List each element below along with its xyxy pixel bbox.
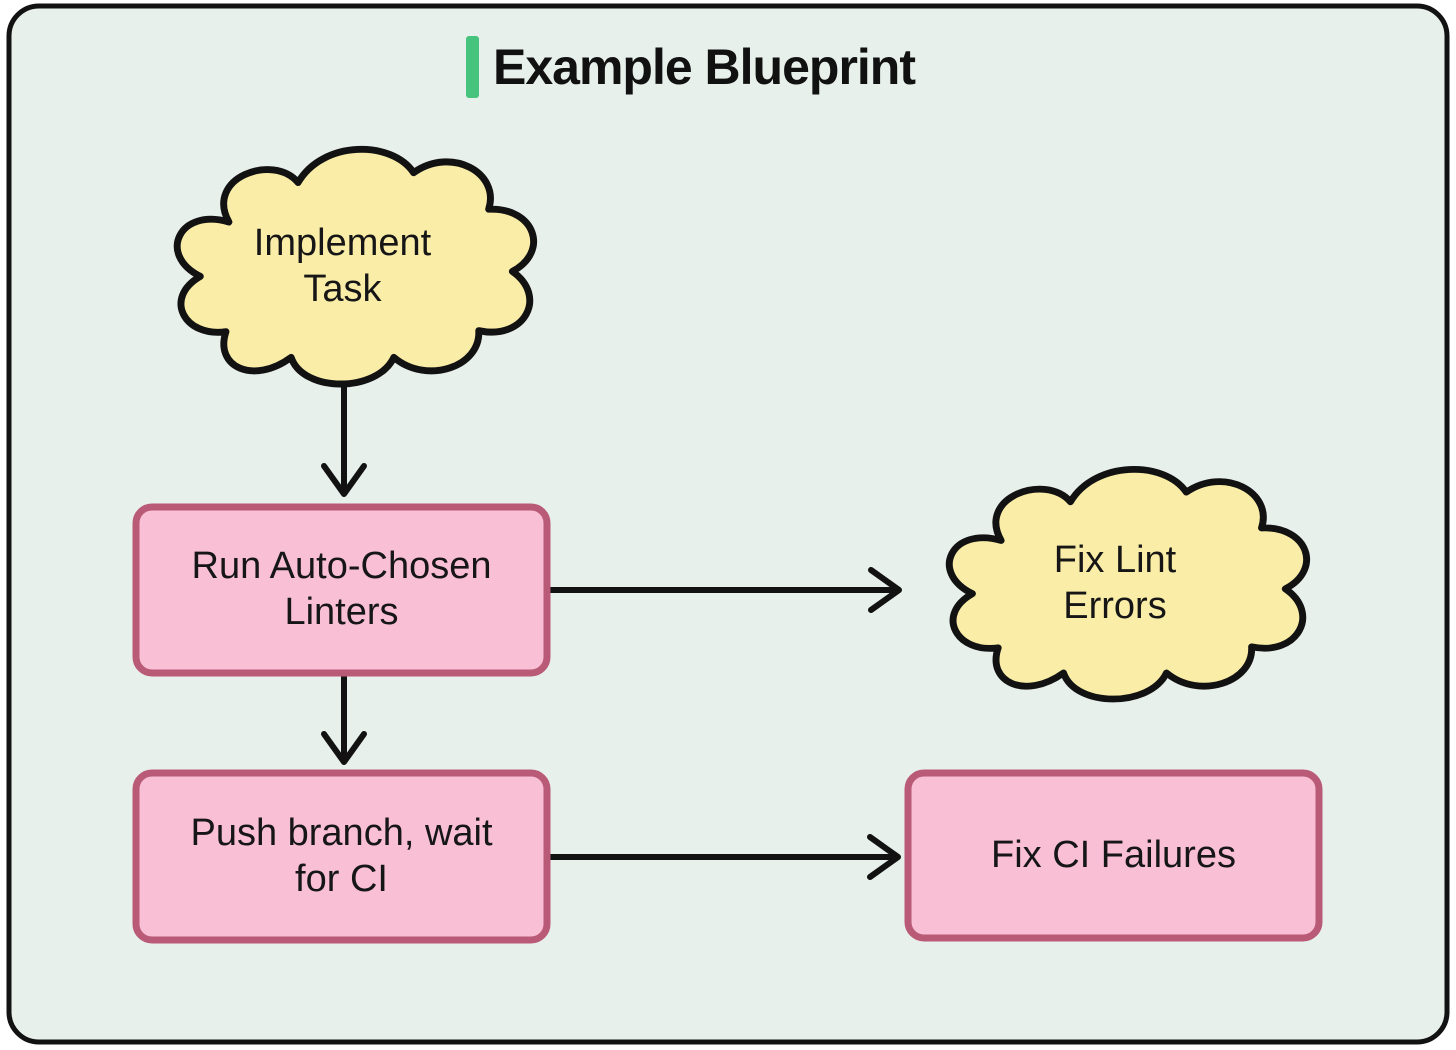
push-branch-label: Push branch, wait for CI	[136, 773, 547, 940]
fix-lint-errors-label: Fix Lint Errors	[917, 468, 1313, 700]
run-linters-rect	[132, 503, 551, 677]
title-text: Example Blueprint	[493, 39, 916, 95]
diagram-title: Example Blueprint	[466, 36, 916, 98]
label-line: for CI	[295, 857, 388, 900]
label-line: Run Auto-Chosen	[191, 545, 492, 588]
run-linters-label: Run Auto-Chosen Linters	[136, 507, 547, 673]
fix-ci-failures-rect	[904, 769, 1323, 942]
label-line: Linters	[284, 591, 399, 633]
label-line: Implement	[253, 221, 432, 264]
label-line: Task	[303, 267, 382, 310]
push-branch-rect	[132, 769, 551, 944]
fix-ci-failures-label: Fix CI Failures	[908, 773, 1319, 938]
label-line: Fix Lint	[1053, 539, 1177, 582]
label-line: Fix CI Failures	[991, 833, 1236, 876]
label-line: Push branch, wait	[190, 811, 493, 854]
label-line: Errors	[1063, 585, 1167, 627]
implement-task-label: Implement Task	[145, 148, 540, 385]
title-accent-bar	[466, 36, 479, 98]
